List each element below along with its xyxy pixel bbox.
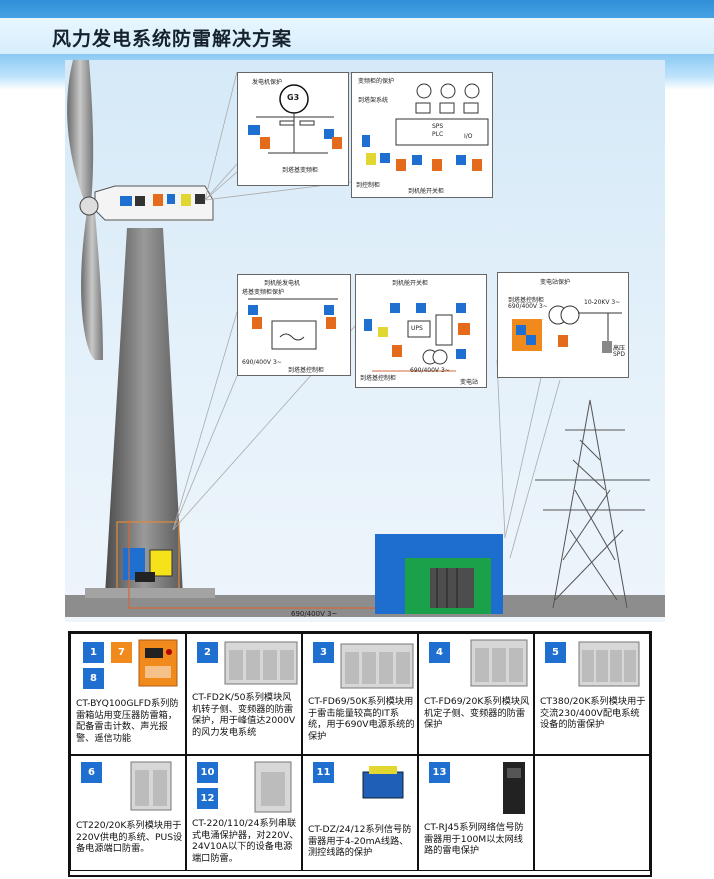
product-cell-4: 4 CT-FD69/20K系列模块风机定子侧、变频器的防雷保护 — [418, 633, 534, 755]
gen-panel-title: 发电机保护 — [252, 79, 283, 86]
product-text-9: CT-RJ45系列网络信号防雷器用于100M以太网线路的雷电保护 — [424, 822, 524, 856]
io-label: I/O — [464, 133, 473, 140]
module-image-2 — [224, 641, 298, 685]
conv-panel-left: 到塔架系统 — [358, 97, 389, 104]
product-cell-9: 13 CT-RJ45系列网络信号防雷器用于100M以太网线路的雷电保护 — [418, 755, 534, 871]
product-grid: 1 7 8 CT-BYQ100GLFD系列防雷箱站用变压器防雷箱，配备雷击计数、… — [68, 631, 652, 877]
turbine-illustration — [65, 60, 665, 617]
badge-4: 4 — [429, 642, 450, 663]
module-image-3 — [340, 643, 414, 689]
generator-label: G3 — [287, 93, 300, 102]
badge-8: 8 — [83, 668, 104, 689]
blade-top — [67, 60, 94, 203]
sw-panel-title: 到机舱开关柜 — [392, 280, 429, 287]
pylon — [535, 399, 650, 609]
ctrl-panel-title: 到机舱发电机 — [264, 280, 301, 287]
ctrl-panel-sub: 塔基变频柜保护 — [242, 289, 285, 296]
conv-panel-title: 变频柜的保护 — [358, 78, 395, 85]
product-cell-8: 11 CT-DZ/24/12系列信号防雷器用于4-20mA线路、测控线路的保护 — [302, 755, 418, 871]
ups-label: UPS — [411, 325, 423, 332]
badge-3: 3 — [313, 642, 334, 663]
product-text-8: CT-DZ/24/12系列信号防雷器用于4-20mA线路、测控线路的保护 — [308, 824, 412, 858]
badge-7: 7 — [111, 642, 132, 663]
badge-5: 5 — [545, 642, 566, 663]
rj45-protector-image — [503, 762, 525, 814]
sw-bottom-3: 变电站 — [460, 379, 479, 386]
badge-10: 10 — [197, 762, 218, 783]
tower — [105, 228, 183, 595]
plc-label: PLC — [432, 131, 444, 138]
product-cell-1: 1 7 8 CT-BYQ100GLFD系列防雷箱站用变压器防雷箱，配备雷击计数、… — [70, 633, 186, 755]
badge-1: 1 — [83, 642, 104, 663]
product-text-7: CT-220/110/24系列串联式电涌保护器，对220V、24V10A以下的设… — [192, 818, 299, 864]
wind-turbine-scene: 发电机保护 G3 到塔基变频柜 变频柜的保护 到塔架系统 SPS PLC I/O… — [65, 60, 665, 622]
badge-13: 13 — [429, 762, 450, 783]
sub-v1-label: 690/400V 3~ — [508, 303, 548, 310]
badge-11: 11 — [313, 762, 334, 783]
product-text-1: CT-BYQ100GLFD系列防雷箱站用变压器防雷箱，配备雷击计数、声光报警、遥… — [76, 698, 179, 744]
product-cell-empty — [534, 755, 650, 871]
product-text-5: CT380/20K系列模块用于交流230/400V配电系统设备的防雷保护 — [540, 696, 646, 730]
ctrl-panel-bottom: 到塔基控制柜 — [288, 367, 325, 374]
substation-panel: 变电站保护 到塔基控制柜 690/400V 3~ 10-20KV 3~ 高压 S… — [497, 272, 629, 378]
blade-bottom — [81, 212, 103, 360]
page-title: 风力发电系统防雷解决方案 — [52, 28, 293, 50]
product-cell-6: 6 CT220/20K系列模块用于220V供电的系统、PUS设备电源端口防雷。 — [70, 755, 186, 871]
module-image-6 — [130, 761, 172, 811]
sw-bottom-2: 690/400V 3~ — [410, 367, 450, 374]
tower-converter-panel: 到机舱发电机 塔基变频柜保护 690/400V 3~ 到塔基控制柜 — [237, 274, 351, 376]
product-cell-5: 5 CT380/20K系列模块用于交流230/400V配电系统设备的防雷保护 — [534, 633, 650, 755]
module-image-4 — [470, 639, 528, 687]
gen-panel-bottom: 到塔基变频柜 — [282, 167, 319, 174]
badge-12: 12 — [197, 788, 218, 809]
sub-v2-label: 10-20KV 3~ — [584, 299, 621, 306]
header-band — [0, 18, 714, 54]
sub-panel-title: 变电站保护 — [540, 279, 571, 286]
product-text-6: CT220/20K系列模块用于220V供电的系统、PUS设备电源端口防雷。 — [76, 820, 183, 854]
surge-box-image — [138, 639, 178, 687]
ground-cable-label: 690/400V 3~ — [291, 610, 338, 618]
module-image-5 — [578, 641, 640, 687]
converter-protection-panel: 变频柜的保护 到塔架系统 SPS PLC I/O 到控制柜 到机舱开关柜 — [351, 72, 493, 198]
module-image-7 — [254, 761, 292, 813]
switch-cabinet-panel: 到机舱开关柜 UPS 到塔基控制柜 690/400V 3~ 变电站 — [355, 274, 487, 388]
conv-bottom-2: 到机舱开关柜 — [408, 188, 445, 195]
product-text-4: CT-FD69/20K系列模块风机定子侧、变频器的防雷保护 — [424, 696, 530, 730]
product-cell-7: 10 12 CT-220/110/24系列串联式电涌保护器，对220V、24V1… — [186, 755, 302, 871]
ctrl-panel-voltage: 690/400V 3~ — [242, 359, 282, 366]
sub-ctrl-label: 到塔基控制柜 — [508, 297, 545, 304]
generator-protection-panel: 发电机保护 G3 到塔基变频柜 — [237, 72, 349, 186]
product-text-2: CT-FD2K/50系列模块风机转子侧、变频器的防雷保护，用于峰值达2000V的… — [192, 692, 296, 738]
product-cell-3: 3 CT-FD69/50K系列模块用于雷击能量较高的IT系统，用于690V电源系… — [302, 633, 418, 755]
sub-spd1-label: 高压 — [613, 345, 626, 352]
conv-bottom-1: 到控制柜 — [356, 182, 381, 189]
product-cell-2: 2 CT-FD2K/50系列模块风机转子侧、变频器的防雷保护，用于峰值达2000… — [186, 633, 302, 755]
badge-2: 2 — [197, 642, 218, 663]
badge-6: 6 — [81, 762, 102, 783]
product-text-3: CT-FD69/50K系列模块用于雷击能量较高的IT系统，用于690V电源系统的… — [308, 696, 415, 742]
sps-label: SPS — [432, 123, 444, 130]
signal-protector-image — [362, 766, 404, 799]
sub-spd2-label: SPD — [613, 351, 626, 358]
sw-bottom-1: 到塔基控制柜 — [360, 375, 397, 382]
